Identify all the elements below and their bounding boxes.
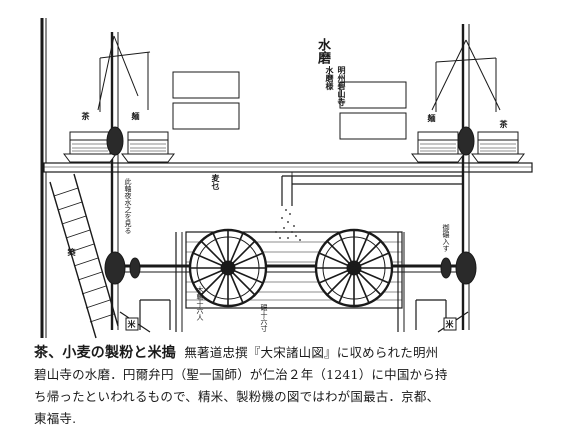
title-main-label: 水磨 <box>315 38 330 64</box>
label-men-left: 麺 <box>131 112 141 120</box>
caption-line-1: 茶、小麦の製粉と米搗 無著道忠撰『大宋諸山図』に収められた明州 <box>34 342 554 364</box>
label-tea-right: 茶 <box>499 120 509 128</box>
label-men-right: 麺 <box>427 114 437 122</box>
title-sub-label-2: 水磨様 <box>325 66 335 90</box>
label-tea-left: 茶 <box>81 112 91 120</box>
label-mugi: 麦乜 <box>211 174 221 190</box>
caption-line-3: ち帰ったといわれるもので、精米、製粉機の図ではわが国最古．京都、 <box>34 389 440 404</box>
watermill-drawing <box>40 18 533 339</box>
watermill-illustration: 水磨 明州碧山寺 水磨様 茶 麺 麺 茶 麦乜 築 此軸夜水之を見る 御碾入す … <box>40 18 533 339</box>
label-chiku: 築 <box>67 248 77 256</box>
label-note-left: 此軸夜水之を見る <box>124 178 132 234</box>
caption-title: 茶、小麦の製粉と米搗 <box>34 345 176 361</box>
figure-caption: 茶、小麦の製粉と米搗 無著道忠撰『大宋諸山図』に収められた明州 碧山寺の水磨．円… <box>34 342 554 430</box>
label-note-right: 御碾入す <box>442 224 450 252</box>
label-note-wheel-a: 木輪十六人 <box>196 286 204 321</box>
title-sub-label-1: 明州碧山寺 <box>337 66 347 106</box>
caption-line-4: 東福寺. <box>34 411 77 426</box>
label-note-wheel-b: 碾十六寸 <box>260 304 268 332</box>
label-kome-left: 米 <box>127 320 137 328</box>
label-kome-right: 米 <box>445 320 455 328</box>
caption-line-2: 碧山寺の水磨．円爾弁円（聖一国師）が仁治２年（1241）に中国から持 <box>34 367 448 382</box>
caption-line-1-text: 無著道忠撰『大宋諸山図』に収められた明州 <box>184 345 439 360</box>
